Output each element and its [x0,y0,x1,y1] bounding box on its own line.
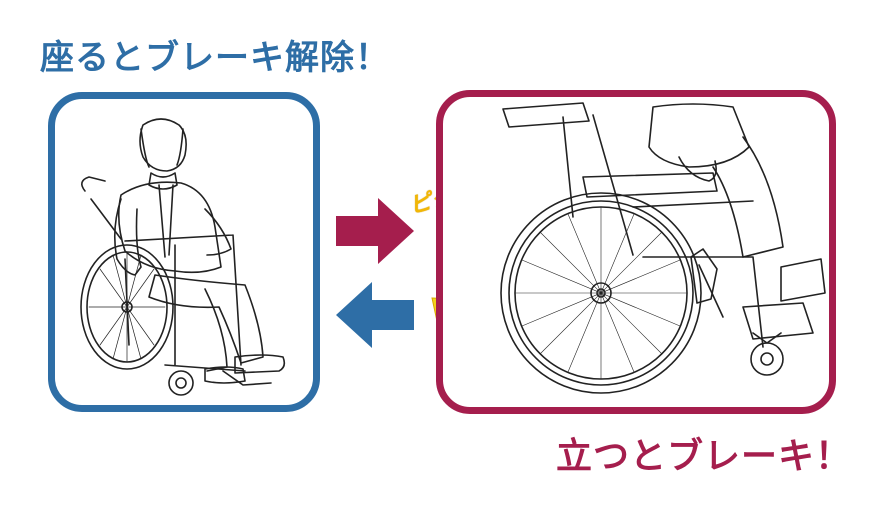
title-sit-brake-release: 座るとブレーキ解除！ [40,38,390,78]
panel-seated [48,92,320,412]
arrow-left-icon [336,282,414,348]
title-stand-brake-lock: 立つとブレーキ！ [556,436,853,477]
wheelchair-brake-closeup-illustration [500,102,826,394]
panel-standing [436,90,836,414]
seated-woman-wheelchair-illustration [80,118,286,396]
arrow-right-icon [336,198,414,264]
